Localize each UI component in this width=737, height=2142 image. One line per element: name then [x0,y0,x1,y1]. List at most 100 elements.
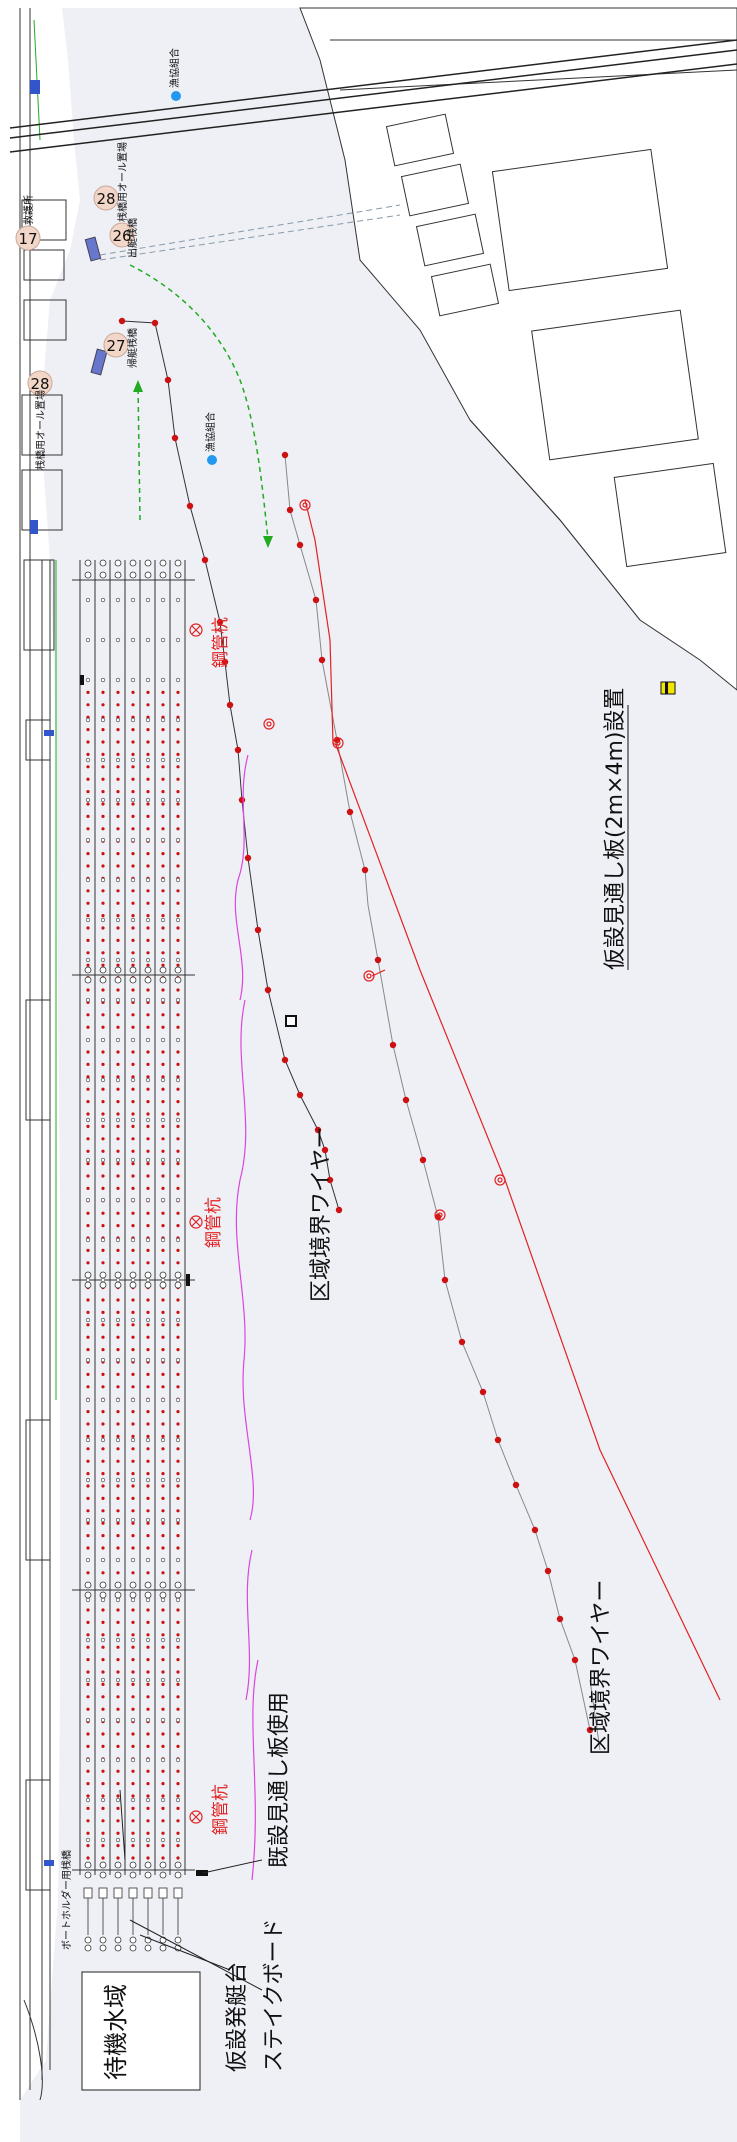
lane-marker [145,917,151,923]
lane-buoy [101,1769,105,1773]
lane-marker [85,1637,91,1643]
lane-buoy [116,1050,120,1054]
lane-buoy [101,1831,105,1835]
lane-buoy [176,777,180,781]
lane-buoy [101,715,105,719]
lane-buoy [146,1174,150,1178]
lane-buoy [101,951,105,955]
lane-end-circle [174,571,182,579]
lane-buoy [161,814,165,819]
lane-buoy [176,1062,180,1066]
lane-buoy [86,1620,90,1624]
lane-buoy [176,1459,180,1463]
wire-buoy [479,1388,487,1396]
lane-buoy [86,926,90,930]
lane-buoy [176,1744,180,1748]
lane-marker [160,1317,166,1323]
lane-end-circle [114,1581,122,1589]
lane-buoy [176,752,180,757]
lane-marker [115,917,121,923]
lane-buoy [101,1484,105,1488]
lane-marker [130,677,136,683]
lane-marker [85,757,91,763]
lane-buoy [131,1124,135,1128]
lane-marker [145,1037,151,1043]
lane-buoy [161,1162,165,1166]
lane-buoy [101,790,105,794]
lane-end-circle [144,1581,152,1589]
lane-buoy [101,1211,105,1215]
lane-buoy [86,1298,90,1302]
lane-buoy [101,1050,105,1054]
lane-marker [160,597,166,603]
lane-buoy [161,1062,165,1066]
lane-buoy [116,1831,120,1835]
lane-buoy [101,1682,105,1686]
lane-end-circle [84,966,92,974]
lane-marker [175,1517,181,1523]
lane-marker [85,1797,91,1803]
lane-marker [175,1597,181,1603]
lane-marker [100,957,106,963]
lane-buoy [116,1608,120,1612]
approach-arrows [129,264,269,541]
lane-marker [85,637,91,643]
lane-marker [160,1557,166,1563]
lane-buoy [86,1211,90,1215]
lane-buoy [86,802,90,806]
stake-boat-row [83,1887,183,1952]
lane-end-circle [144,966,152,974]
lane-buoy [146,765,150,769]
lane-buoy [101,963,105,967]
lane-buoy [131,1013,135,1017]
lane-buoy [146,740,150,744]
lane-marker [115,1837,121,1843]
lane-buoy [176,1025,180,1029]
lane-buoy [161,1707,165,1711]
lane-buoy [176,790,180,794]
lane-end-circle [129,1281,137,1289]
lane-marker [145,1477,151,1483]
lane-buoy [161,1224,165,1228]
lane-buoy [116,963,120,967]
lane-buoy [131,1112,135,1116]
lane-buoy [131,1658,135,1662]
lane-marker [100,1717,106,1723]
lane-buoy [131,715,135,719]
lane-buoy [146,1298,150,1302]
lane-buoy [161,1794,165,1798]
lane-buoy [101,1707,105,1711]
lane-buoy [161,1050,165,1054]
lane-marker [130,1437,136,1443]
lane-buoy [131,1261,135,1265]
lane-buoy [116,901,120,905]
lane-buoy [101,1844,105,1848]
wire-buoy [221,658,229,666]
lane-buoy [101,1075,105,1079]
lane-buoy [146,1571,150,1575]
lane-buoy [86,1732,90,1736]
marker-27-text: 27 [106,337,125,355]
lane-buoy [176,1620,180,1624]
lane-buoy [161,1782,165,1786]
lane-buoy [116,1162,120,1166]
lane-buoy [131,889,135,893]
lane-buoy [146,1769,150,1773]
lane-marker [145,1517,151,1523]
marker-26: 26 [109,222,135,248]
lane-marker [160,797,166,803]
lane-buoy [101,1137,105,1141]
lane-buoy [116,1633,120,1637]
lane-marker [85,1397,91,1403]
lane-buoy [116,1149,120,1153]
lane-buoy [86,1013,90,1017]
lane-marker [130,1597,136,1603]
lane-buoy [86,1534,90,1538]
lane-buoy [146,938,150,943]
wire-buoy [118,317,126,325]
wire-buoy [254,926,262,934]
lane-buoy [161,1682,165,1686]
lane-end-circle [159,1581,167,1589]
lane-buoy [176,1670,180,1674]
lane-marker [85,1837,91,1843]
